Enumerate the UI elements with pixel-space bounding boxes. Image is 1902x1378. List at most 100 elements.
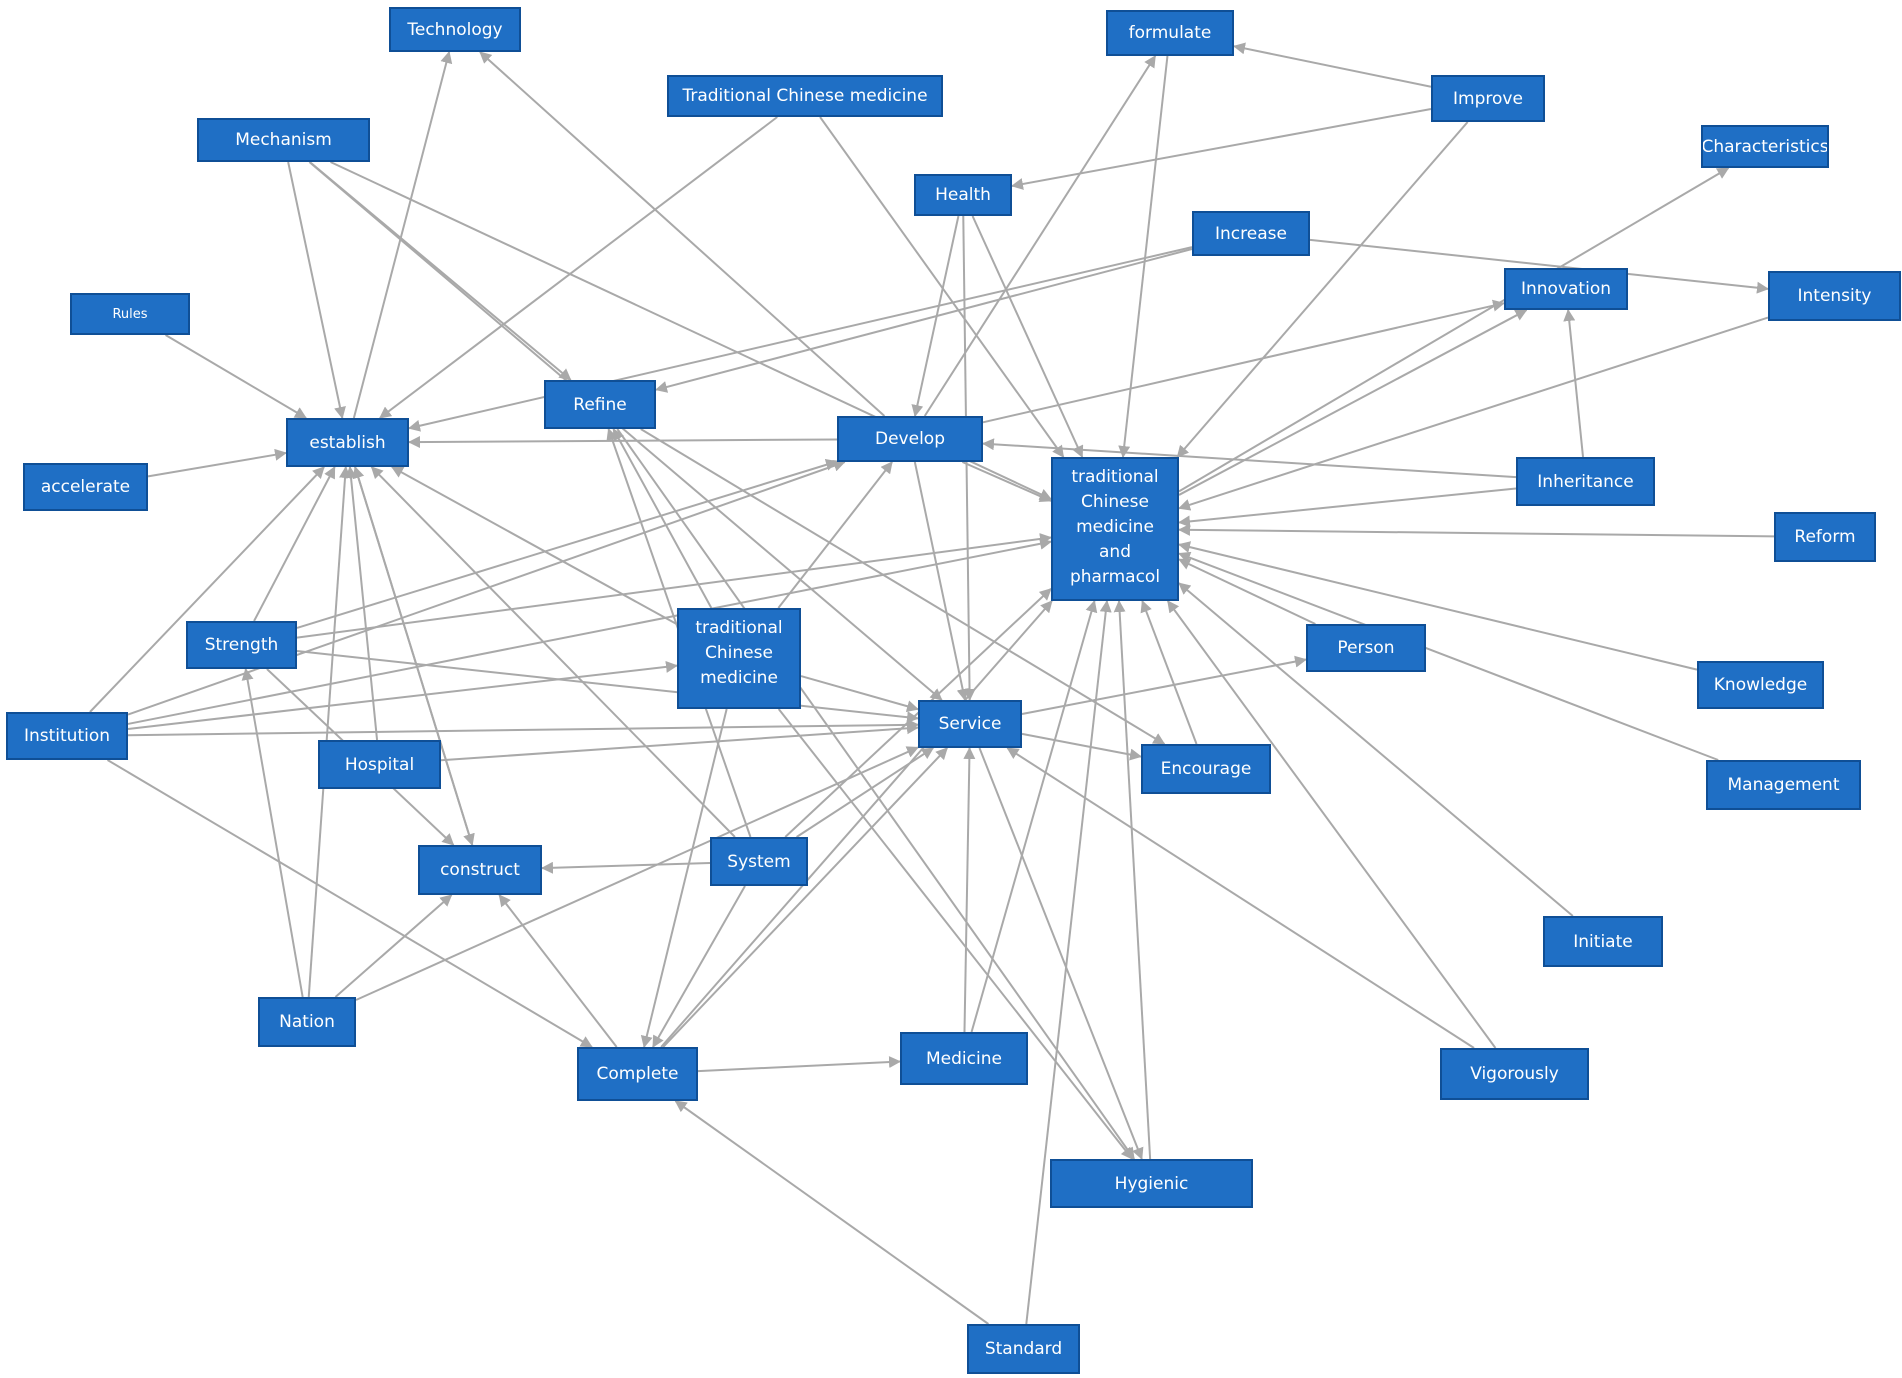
- edge-institution-to-tcmp: [127, 537, 1052, 725]
- edge-reform-to-tcmp: [1178, 523, 1775, 538]
- edge-system-to-establish: [370, 466, 736, 838]
- edge-institution-to-establish: [89, 466, 325, 713]
- edge-improve-to-health: [1011, 107, 1432, 190]
- edge-institution-to-tcm_mid: [127, 660, 678, 730]
- edge-service-to-person: [1021, 655, 1307, 716]
- edge-tcm_mid-to-establish: [391, 466, 678, 626]
- edge-nation-to-strength: [241, 668, 304, 998]
- edge-institution-to-complete: [106, 759, 593, 1048]
- edge-hygienic-to-tcmp: [1113, 600, 1152, 1160]
- edge-standard-to-tcmp: [1025, 600, 1112, 1325]
- node-intensity[interactable]: Intensity: [1768, 271, 1901, 321]
- node-characteristics[interactable]: Characteristics: [1701, 125, 1829, 168]
- node-medicine[interactable]: Medicine: [900, 1032, 1028, 1085]
- node-traditional-chinese-medicine-middle[interactable]: traditional Chinese medicine: [677, 608, 801, 709]
- edge-improve-to-tcmp: [1176, 121, 1469, 458]
- node-reform[interactable]: Reform: [1774, 512, 1876, 562]
- edge-complete-to-tcmp: [660, 600, 1053, 1048]
- edge-complete-to-service: [662, 747, 948, 1048]
- node-system[interactable]: System: [710, 837, 808, 886]
- node-nation[interactable]: Nation: [258, 997, 356, 1047]
- edge-develop-to-tcmp: [961, 461, 1052, 502]
- edge-person-to-tcmp: [1178, 558, 1316, 625]
- node-knowledge[interactable]: Knowledge: [1697, 661, 1824, 709]
- edge-system-to-construct: [541, 861, 711, 874]
- node-increase[interactable]: Increase: [1192, 211, 1310, 256]
- node-person[interactable]: Person: [1306, 624, 1426, 672]
- edge-hospital-to-service: [440, 722, 919, 762]
- node-innovation[interactable]: Innovation: [1504, 268, 1628, 310]
- edge-strength-to-service: [296, 650, 919, 724]
- edge-inheritance-to-develop: [982, 438, 1517, 479]
- node-standard[interactable]: Standard: [967, 1324, 1080, 1374]
- edge-inheritance-to-tcmp: [1178, 487, 1517, 528]
- edge-develop-to-service: [913, 461, 969, 701]
- edge-increase-to-establish: [408, 246, 1193, 432]
- edge-tcm_top-to-establish: [379, 116, 778, 419]
- edge-increase-to-refine: [655, 248, 1193, 393]
- node-traditional-chinese-medicine-top[interactable]: Traditional Chinese medicine: [667, 75, 943, 117]
- edge-tcmp-to-innovation: [1178, 309, 1528, 496]
- edge-rules-to-establish: [165, 334, 307, 419]
- node-hygienic[interactable]: Hygienic: [1050, 1159, 1253, 1208]
- node-initiate[interactable]: Initiate: [1543, 916, 1663, 967]
- edge-initiate-to-tcmp: [1178, 582, 1574, 917]
- edge-establish-to-technology: [352, 51, 453, 419]
- edge-standard-to-complete: [674, 1100, 989, 1325]
- edge-intensity-to-tcmp: [1178, 316, 1769, 511]
- edge-tcm_mid-to-complete: [640, 708, 728, 1048]
- edge-refine-to-hygienic: [616, 428, 1135, 1160]
- edge-nation-to-establish: [307, 466, 352, 998]
- edge-develop-to-establish: [408, 436, 838, 449]
- edge-mechanism-to-service: [308, 161, 943, 701]
- edge-management-to-tcmp: [1178, 551, 1719, 761]
- edge-improve-to-formulate: [1233, 42, 1432, 88]
- node-develop[interactable]: Develop: [837, 416, 983, 462]
- edge-service-to-encourage: [1021, 732, 1142, 761]
- node-traditional-chinese-medicine-and-pharmacology[interactable]: traditional Chinese medicine and pharmac…: [1051, 457, 1179, 601]
- edge-complete-to-medicine: [697, 1056, 901, 1073]
- node-technology[interactable]: Technology: [389, 7, 521, 52]
- edge-strength-to-develop: [296, 459, 838, 629]
- edge-encourage-to-tcmp: [1140, 600, 1198, 745]
- node-formulate[interactable]: formulate: [1106, 10, 1234, 56]
- edge-strength-to-tcmp: [296, 532, 1052, 639]
- node-management[interactable]: Management: [1706, 760, 1861, 810]
- node-strength[interactable]: Strength: [186, 621, 297, 669]
- node-health[interactable]: Health: [914, 174, 1012, 216]
- node-encourage[interactable]: Encourage: [1141, 744, 1271, 794]
- edge-tcm_top-to-tcmp: [819, 116, 1065, 458]
- edge-construct-to-establish: [352, 466, 474, 846]
- edge-complete-to-construct: [498, 894, 618, 1048]
- node-inheritance[interactable]: Inheritance: [1516, 457, 1655, 506]
- node-improve[interactable]: Improve: [1431, 75, 1545, 122]
- edge-develop-to-innovation: [982, 299, 1505, 424]
- node-accelerate[interactable]: accelerate: [23, 463, 148, 511]
- edge-refine-to-encourage: [640, 428, 1166, 745]
- edge-strength-to-establish: [253, 466, 336, 622]
- edge-health-to-tcmp: [971, 215, 1084, 458]
- edge-accelerate-to-establish: [147, 448, 287, 478]
- edge-formulate-to-tcmp: [1118, 55, 1169, 458]
- node-institution[interactable]: Institution: [6, 712, 128, 760]
- edge-tcmp-to-characteristics: [1178, 167, 1730, 493]
- node-complete[interactable]: Complete: [577, 1047, 698, 1101]
- node-hospital[interactable]: Hospital: [318, 740, 441, 789]
- edge-knowledge-to-tcmp: [1178, 541, 1698, 671]
- edge-medicine-to-service: [963, 747, 976, 1033]
- node-service[interactable]: Service: [918, 700, 1022, 748]
- edge-system-to-complete: [652, 885, 746, 1048]
- node-establish[interactable]: establish: [286, 418, 409, 467]
- edge-increase-to-intensity: [1309, 238, 1769, 294]
- node-refine[interactable]: Refine: [544, 380, 656, 429]
- node-mechanism[interactable]: Mechanism: [197, 118, 370, 162]
- node-construct[interactable]: construct: [418, 845, 542, 895]
- node-rules[interactable]: Rules: [70, 293, 190, 335]
- node-vigorously[interactable]: Vigorously: [1440, 1048, 1589, 1100]
- edge-develop-to-formulate: [923, 55, 1157, 417]
- edge-nation-to-construct: [334, 894, 453, 998]
- edge-hospital-to-establish: [345, 466, 379, 741]
- edge-medicine-to-tcmp: [970, 600, 1098, 1033]
